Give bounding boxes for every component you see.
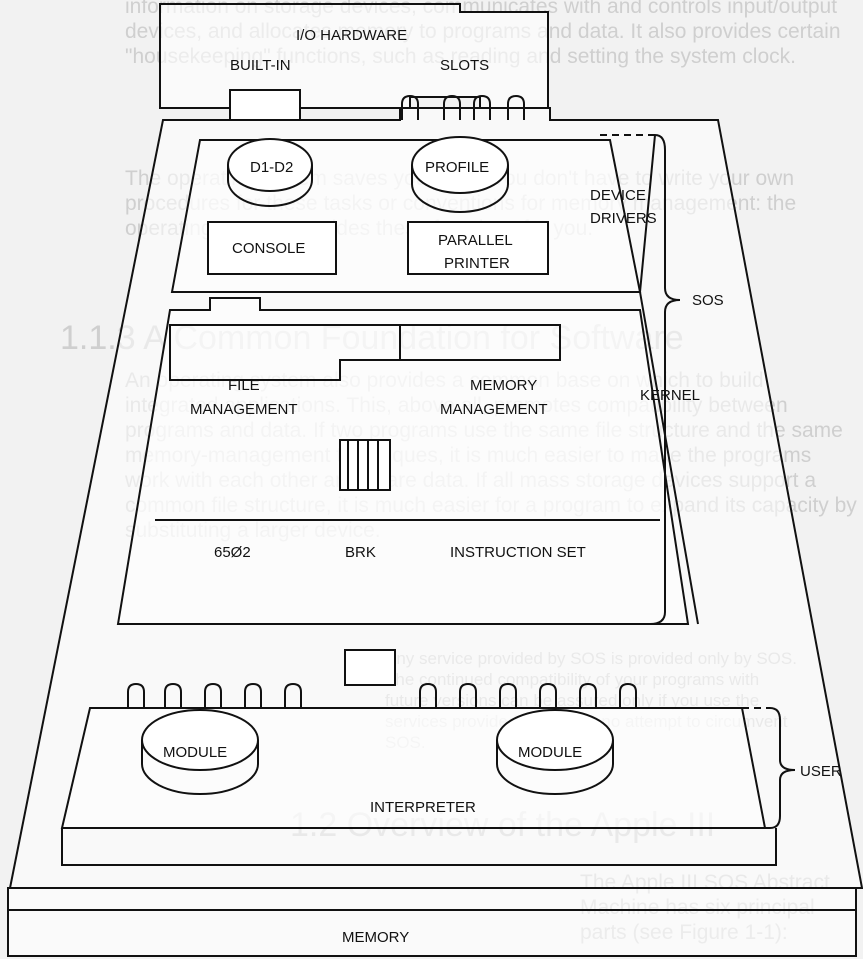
memory-base — [7, 887, 857, 957]
module-left-disk — [141, 709, 259, 771]
built-in-slot-box — [229, 89, 301, 121]
module-right-label: MODULE — [518, 744, 582, 761]
profile-disk-side — [411, 165, 509, 213]
d1-d2-disk-side — [227, 165, 313, 207]
device-drivers-label: DEVICE — [590, 187, 646, 204]
interpreter-base — [61, 828, 777, 866]
parallel-printer-label: PARALLEL — [438, 232, 513, 249]
brk-label: BRK — [345, 544, 376, 561]
memory-management-divider — [400, 324, 561, 361]
parallel-printer-box — [407, 221, 549, 275]
cpu-label: 65Ø2 — [214, 544, 251, 561]
d1-d2-label: D1-D2 — [250, 159, 293, 176]
built-in-label: BUILT-IN — [230, 57, 291, 74]
kernel-label: KERNEL — [640, 387, 700, 404]
user-leader — [742, 707, 770, 829]
memory-management-label: MEMORY — [470, 377, 537, 394]
console-box — [207, 221, 337, 275]
io-hardware-label: I/O HARDWARE — [296, 27, 407, 44]
file-management-label: FILE — [228, 377, 260, 394]
brk-pins — [347, 440, 379, 490]
console-label: CONSOLE — [232, 240, 305, 257]
slot-card — [401, 94, 419, 120]
module-left-label: MODULE — [163, 744, 227, 761]
interpreter-label: INTERPRETER — [370, 799, 476, 816]
memory-management-label: MANAGEMENT — [440, 401, 548, 418]
user-brace — [769, 707, 796, 829]
module-right-disk — [496, 709, 614, 771]
profile-label: PROFILE — [425, 159, 489, 176]
memory-label: MEMORY — [342, 929, 409, 946]
slots-label: SLOTS — [440, 57, 489, 74]
slot-card — [473, 94, 491, 120]
device-drivers-label: DRIVERS — [590, 210, 657, 227]
user-connector — [344, 649, 396, 686]
kernel-bracket — [639, 134, 699, 625]
module-right-side — [496, 740, 614, 795]
user-pins — [127, 682, 637, 708]
sos-label: SOS — [692, 292, 724, 309]
parallel-printer-label: PRINTER — [444, 255, 510, 272]
instruction-set-label: INSTRUCTION SET — [450, 544, 586, 561]
kernel-tier — [116, 297, 690, 625]
io-hardware-box — [159, 3, 549, 109]
slot-card — [507, 94, 525, 120]
module-left-side — [141, 740, 259, 795]
slot-card — [443, 94, 461, 120]
sos-brace — [649, 134, 681, 625]
user-label: USER — [800, 763, 842, 780]
file-management-label: MANAGEMENT — [190, 401, 298, 418]
